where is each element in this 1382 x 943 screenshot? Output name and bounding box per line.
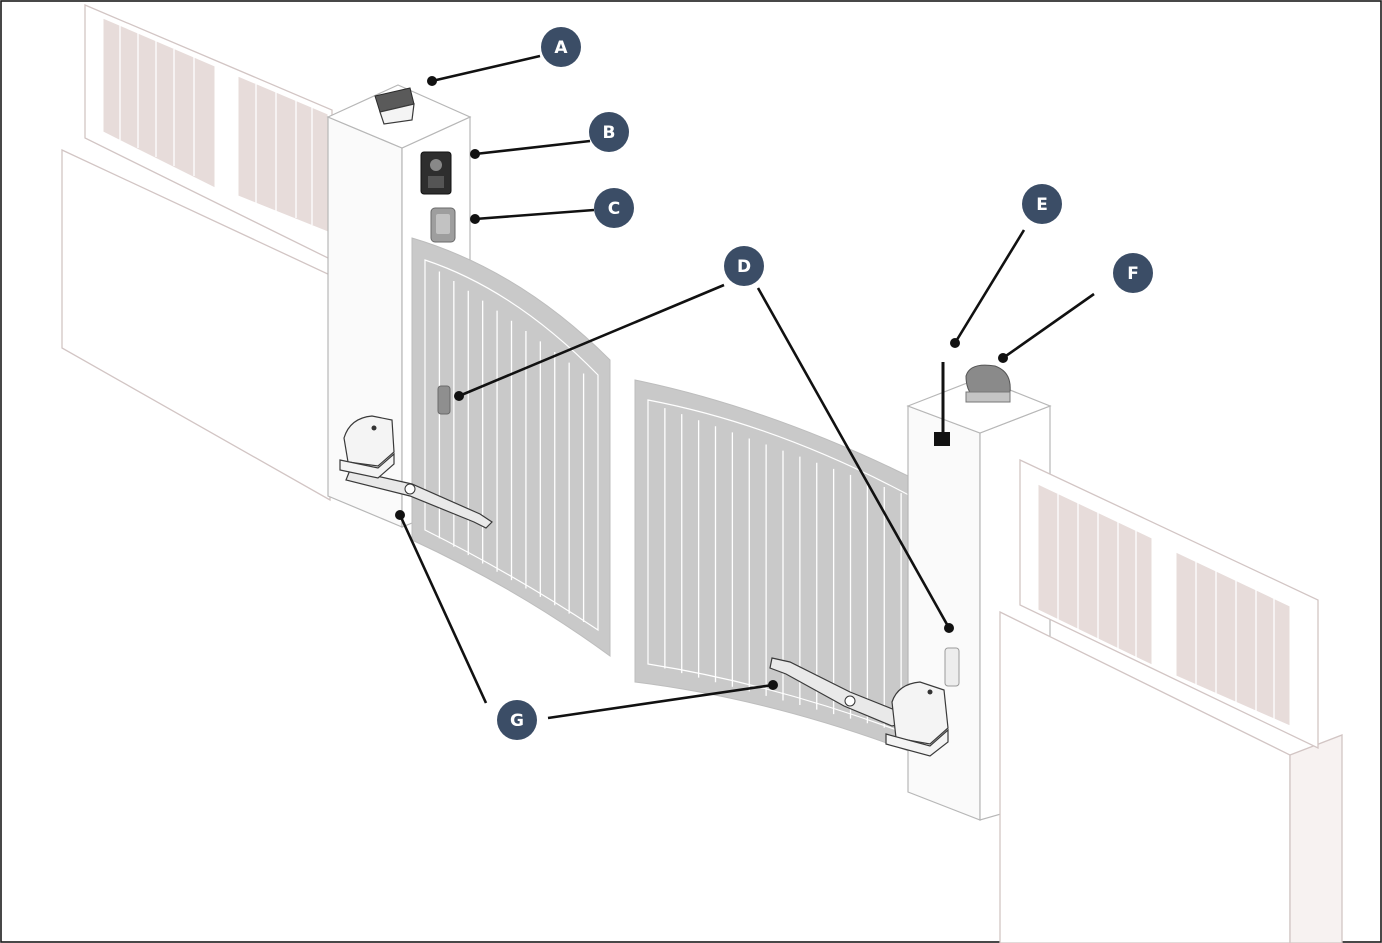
callout-label: F (1127, 264, 1139, 284)
callout-label: E (1036, 195, 1048, 215)
callout-label: C (608, 199, 620, 219)
callout-badge (1022, 184, 1062, 224)
photocell-right-icon (944, 647, 960, 687)
flashing-light-icon (965, 364, 1011, 403)
callout-f: F (1113, 253, 1153, 293)
left-fence (61, 4, 333, 502)
callout-label: A (554, 38, 568, 58)
callout-e: E (1022, 184, 1062, 224)
callout-badge (594, 188, 634, 228)
right-fence (999, 458, 1343, 943)
callout-badge (497, 700, 537, 740)
callout-g: G (497, 700, 537, 740)
callout-badge (541, 27, 581, 67)
gate-motor-left-icon (339, 415, 493, 529)
callout-badge (1113, 253, 1153, 293)
callout-badge (589, 112, 629, 152)
left-gate-leaf (411, 237, 611, 657)
gate-motor-right-icon (769, 657, 949, 757)
callout-d: D (724, 246, 764, 286)
keypad-icon (430, 207, 456, 243)
solar-panel-icon (374, 87, 415, 125)
callout-badge (724, 246, 764, 286)
callout-label: D (737, 257, 751, 277)
callout-label: G (510, 711, 524, 731)
callout-c: C (594, 188, 634, 228)
callout-a: A (541, 27, 581, 67)
leader-lines (395, 54, 1095, 720)
callout-b: B (589, 112, 629, 152)
callout-label: B (603, 123, 616, 143)
video-intercom-icon (420, 151, 452, 195)
photocell-left-icon (437, 385, 451, 415)
antenna-icon (934, 362, 950, 446)
right-gate-leaf (634, 379, 933, 761)
